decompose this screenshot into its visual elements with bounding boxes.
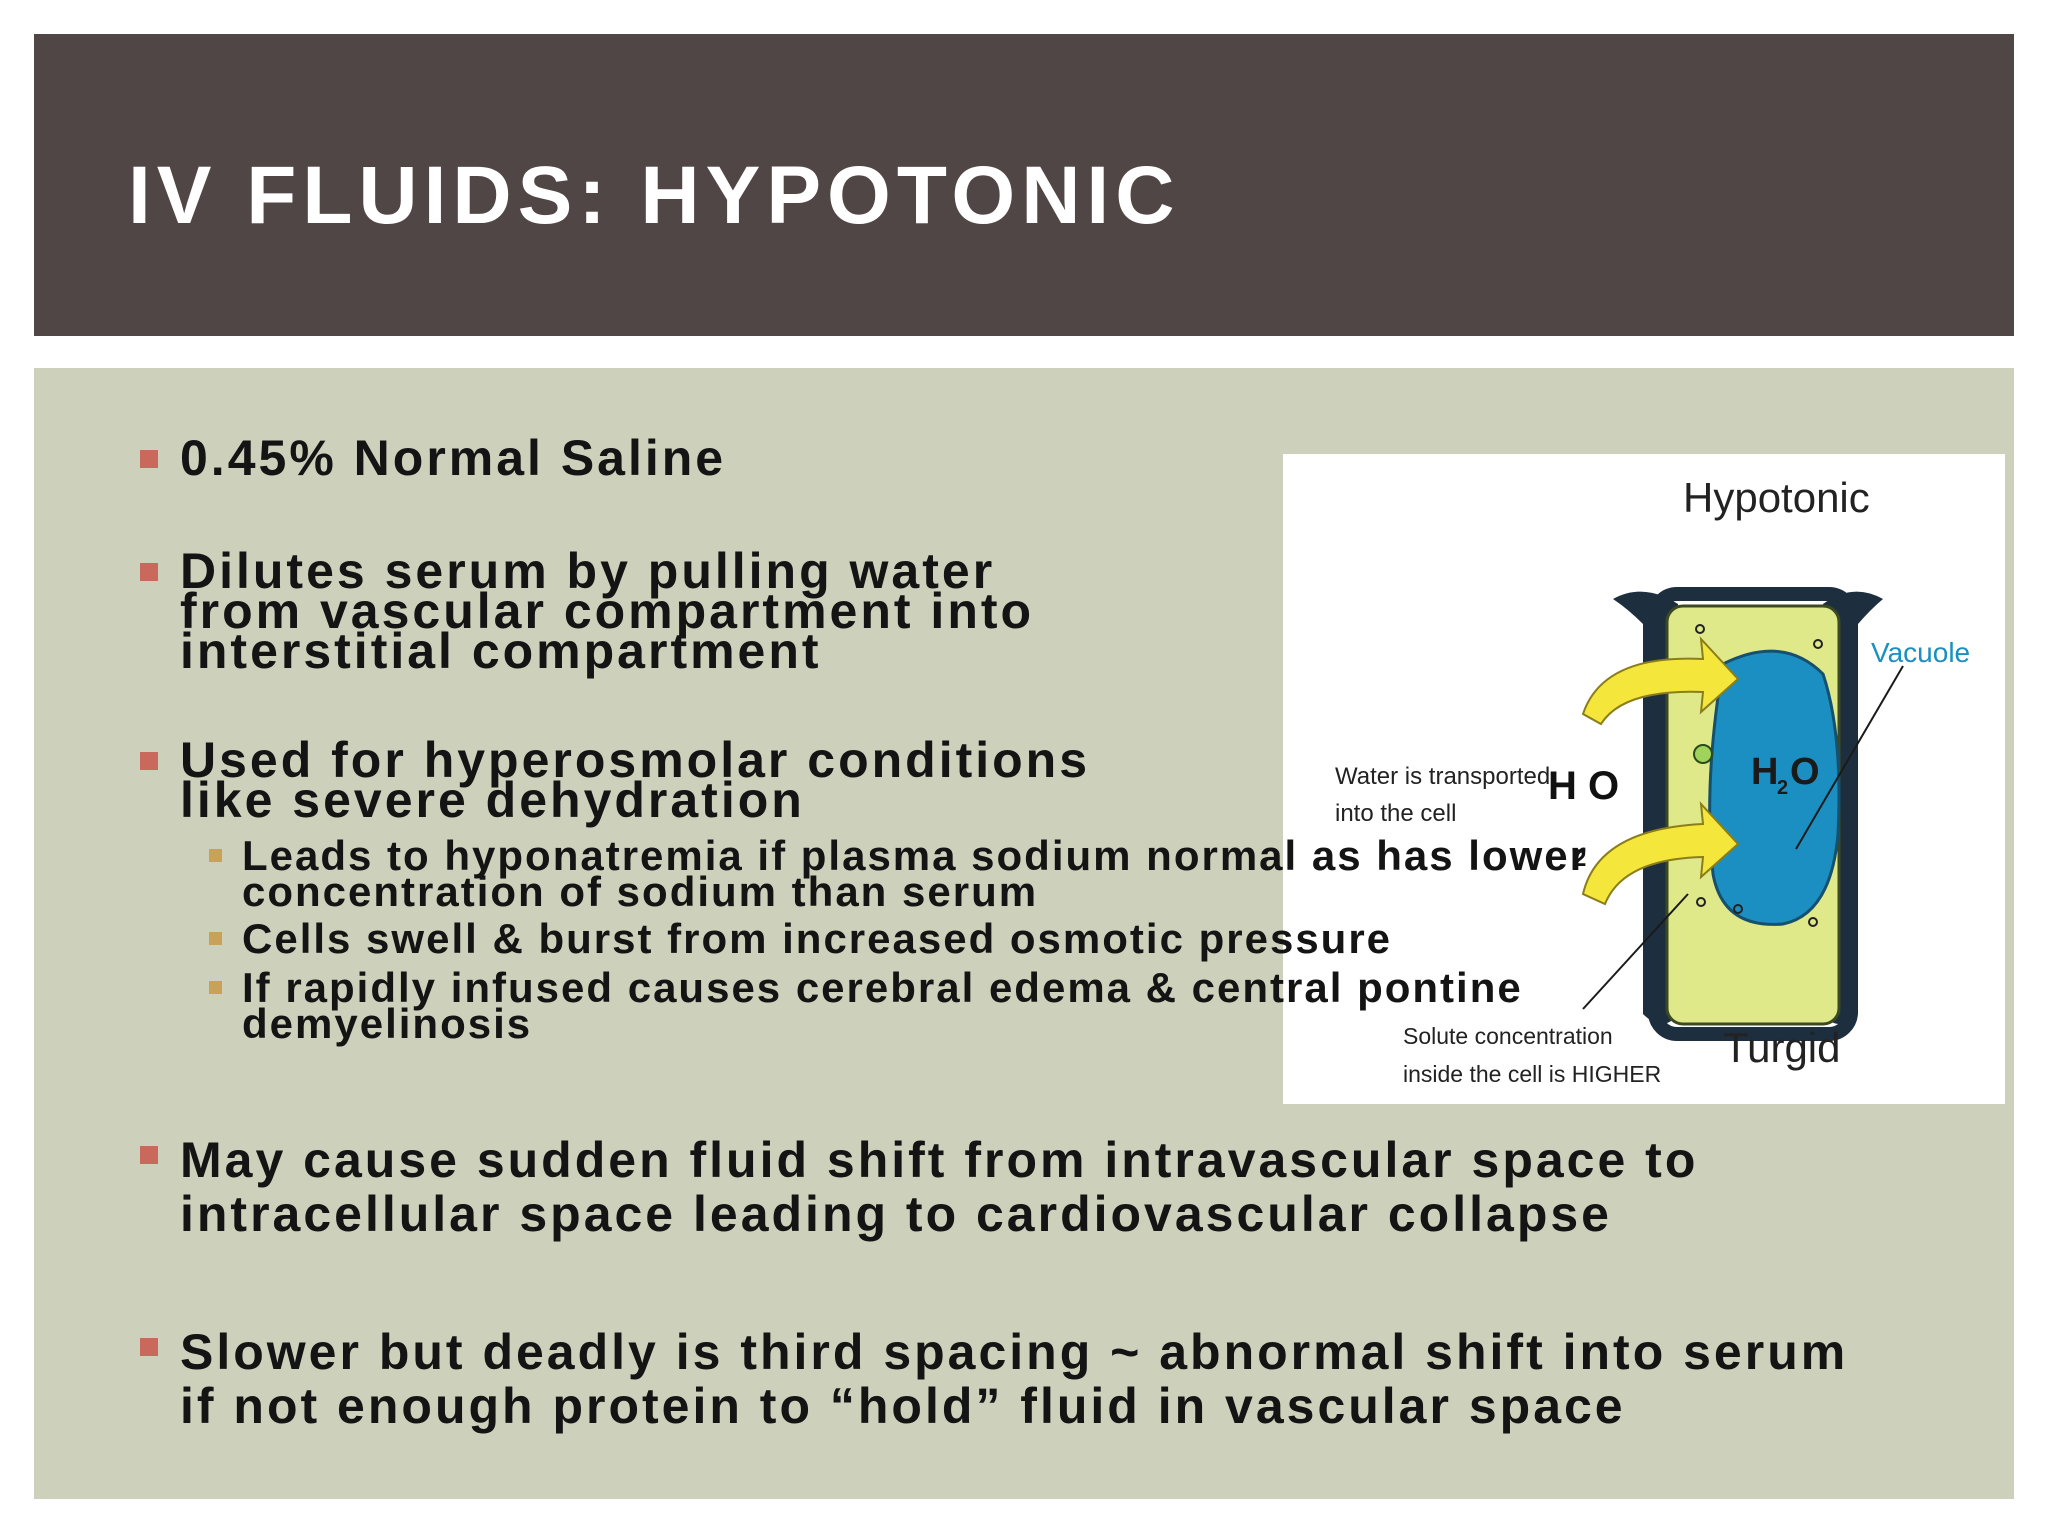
bullet-text: from vascular compartment into: [180, 583, 1035, 639]
bullet-text: 0.45% Normal Saline: [180, 430, 727, 486]
solute-label-line-2: inside the cell is HIGHER: [1403, 1061, 1661, 1087]
sub-bullet-cells-swell: Cells swell & burst from increased osmot…: [209, 915, 1393, 962]
sub-bullet-text: If rapidly infused causes cerebral edema…: [242, 964, 1523, 1011]
bullet-normal-saline: 0.45% Normal Saline: [140, 430, 727, 486]
title-bar: [34, 34, 2014, 336]
sub-bullet-marker: [209, 981, 222, 994]
sub-bullet-marker: [209, 849, 222, 862]
bullet-text: like severe dehydration: [180, 772, 805, 828]
bullet-dilutes-serum: Dilutes serum by pulling water from vasc…: [140, 543, 1035, 679]
bullet-text: Used for hyperosmolar conditions: [180, 732, 1091, 788]
bullet-marker: [140, 752, 158, 770]
sub-bullet-text: Cells swell & burst from increased osmot…: [242, 915, 1393, 962]
sub-bullet-text: concentration of sodium than serum: [242, 868, 1039, 915]
sub-bullet-hyponatremia: Leads to hyponatremia if plasma sodium n…: [209, 832, 1588, 915]
h2o-inside-label-h: H: [1751, 751, 1778, 793]
water-label-line-1: Water is transported: [1335, 763, 1550, 790]
bullet-marker: [140, 563, 158, 581]
h2o-inside-subscript: 2: [1777, 777, 1788, 799]
bullet-marker: [140, 1338, 158, 1356]
bullet-text: if not enough protein to “hold” fluid in…: [180, 1378, 1626, 1434]
bullet-fluid-shift: May cause sudden fluid shift from intrav…: [140, 1132, 1699, 1242]
sub-bullet-text: Leads to hyponatremia if plasma sodium n…: [242, 832, 1588, 879]
bullet-third-spacing: Slower but deadly is third spacing ~ abn…: [140, 1324, 1849, 1434]
h2o-outside-subscript: 2: [1573, 845, 1586, 872]
bullet-text: May cause sudden fluid shift from intrav…: [180, 1132, 1699, 1188]
water-label-line-2: into the cell: [1335, 800, 1456, 827]
diagram-title: Hypotonic: [1683, 474, 1870, 521]
sub-bullet-marker: [209, 932, 222, 945]
page-title: IV FLUIDS: HYPOTONIC: [128, 150, 1181, 241]
content-panel: Hypotonic Vacuole Water is: [34, 368, 2014, 1499]
bullet-text: intracellular space leading to cardiovas…: [180, 1186, 1612, 1242]
h2o-outside-label: H O: [1548, 764, 1619, 808]
bullet-hyperosmolar: Used for hyperosmolar conditions like se…: [140, 732, 1091, 828]
vacuole-label: Vacuole: [1871, 637, 1970, 668]
bullet-marker: [140, 1146, 158, 1164]
sub-bullet-cerebral-edema: If rapidly infused causes cerebral edema…: [209, 964, 1523, 1047]
bullet-marker: [140, 450, 158, 468]
h2o-inside-label-o: O: [1790, 751, 1820, 793]
hypotonic-cell-diagram: Hypotonic Vacuole Water is: [1283, 454, 2005, 1104]
water-inflow-arrow: [1581, 801, 1740, 906]
turgid-label: Turgid: [1723, 1024, 1841, 1071]
bullet-text: Dilutes serum by pulling water: [180, 543, 996, 599]
water-inflow-arrow: [1581, 636, 1740, 726]
bullet-text: Slower but deadly is third spacing ~ abn…: [180, 1324, 1849, 1380]
sub-bullet-text: demyelinosis: [242, 1000, 533, 1047]
solute-label-line-1: Solute concentration: [1403, 1023, 1613, 1049]
bullet-text: interstitial compartment: [180, 623, 822, 679]
